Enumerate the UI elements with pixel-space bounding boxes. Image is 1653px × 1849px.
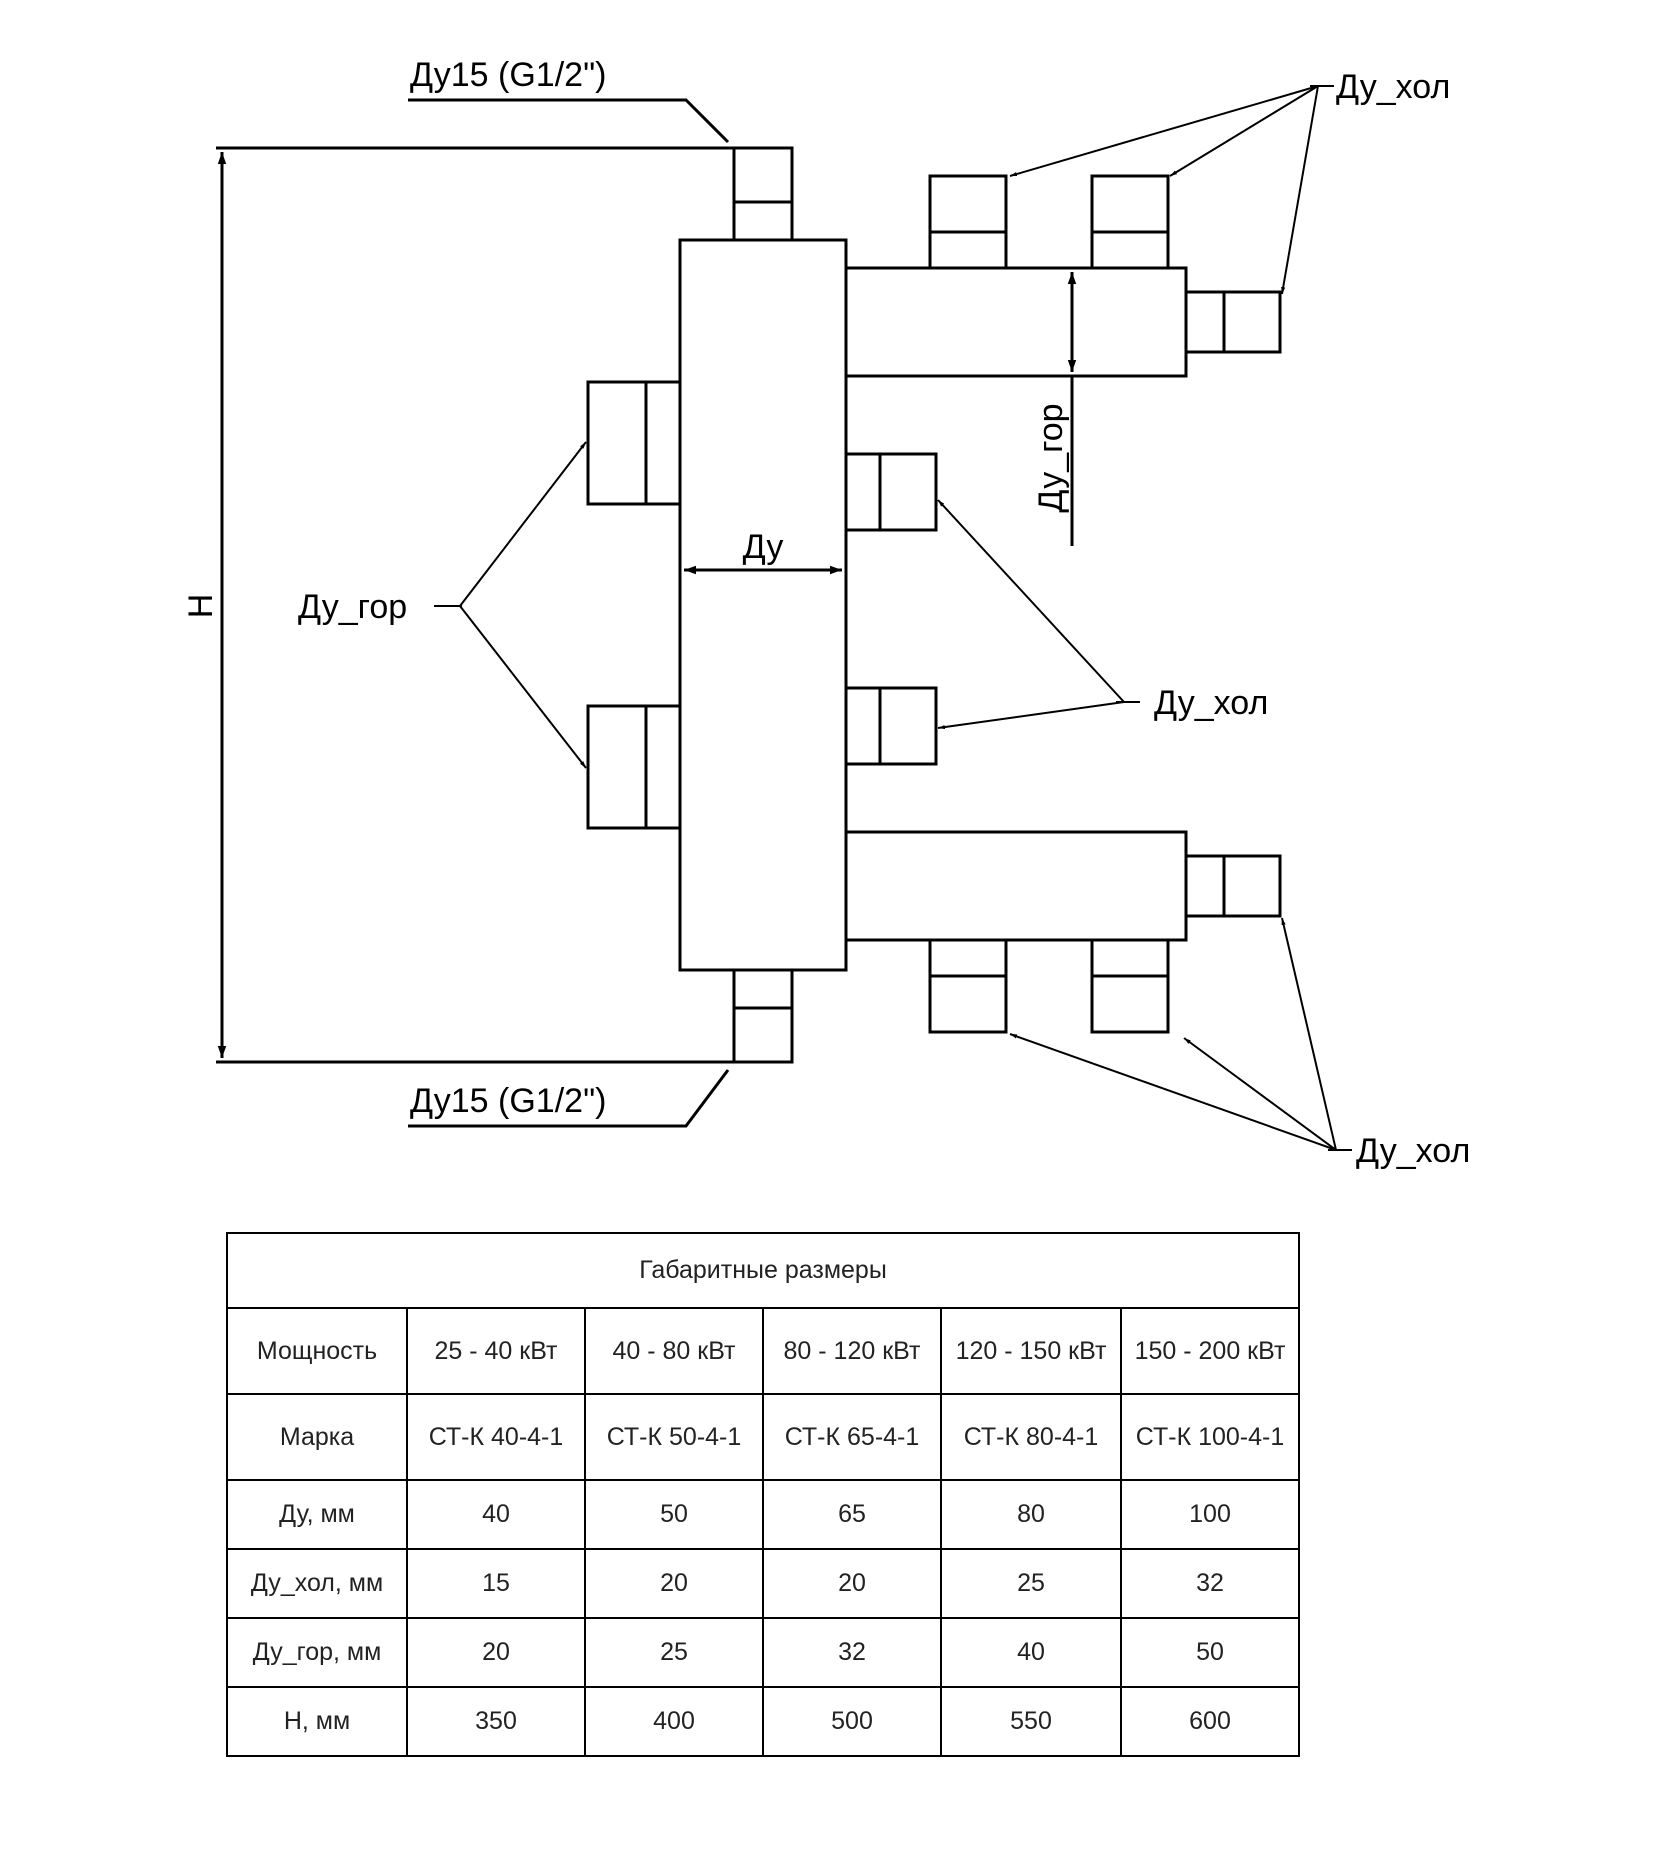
main-body <box>678 238 848 972</box>
table-cell: Марка <box>226 1393 408 1481</box>
table-cell: 40 <box>940 1617 1122 1688</box>
table-cell: Ду_хол, мм <box>226 1548 408 1619</box>
cold-top-leader-1 <box>1009 85 1319 177</box>
table-cell: СТ-К 65-4-1 <box>762 1393 942 1481</box>
hot-port-lower-nipple <box>586 704 648 830</box>
table-row-model: Марка СТ-К 40-4-1 СТ-К 50-4-1 СТ-К 65-4-… <box>226 1393 1301 1481</box>
main-diameter-label: Ду <box>743 528 784 566</box>
lower-branch-port-1-nipple <box>928 974 1008 1034</box>
height-label: Н <box>182 594 220 619</box>
table-cell: 400 <box>584 1686 764 1757</box>
table-cell: 15 <box>406 1548 586 1619</box>
cold-top-leader-3 <box>1281 85 1319 295</box>
table-row-du-hot: Ду_гор, мм 20 25 32 40 50 <box>226 1617 1301 1688</box>
upper-branch-end-pipe <box>1184 290 1226 354</box>
hot-port-lower-pipe <box>644 704 682 830</box>
table-row-du: Ду, мм 40 50 65 80 100 <box>226 1479 1301 1550</box>
cold-bottom-leader-1 <box>1009 1033 1337 1151</box>
table-cell: 600 <box>1119 1686 1301 1757</box>
table-cell: Н, мм <box>226 1686 408 1757</box>
top-port-nipple <box>732 146 794 204</box>
lower-branch-port-2-pipe <box>1090 938 1170 978</box>
dimensions-table: Габаритные размеры Мощность 25 - 40 кВт … <box>225 1232 1301 1757</box>
cold-port-middle-lower-nipple <box>878 686 938 766</box>
table-cell: 25 <box>584 1617 764 1688</box>
table-header-cell: Мощность <box>226 1307 408 1395</box>
table-header-cell: 80 - 120 кВт <box>762 1307 942 1395</box>
table-cell: 500 <box>762 1686 942 1757</box>
table-row-height: Н, мм 350 400 500 550 600 <box>226 1686 1301 1757</box>
table-cell: Ду, мм <box>226 1479 408 1550</box>
hot-port-upper-nipple <box>586 380 648 506</box>
table-cell: 20 <box>406 1617 586 1688</box>
upper-branch-port-1-pipe <box>928 230 1008 270</box>
top-port-leader <box>408 98 730 144</box>
lower-branch-port-1-pipe <box>928 938 1008 978</box>
top-port-label: Ду15 (G1/2") <box>410 56 606 94</box>
table-row-du-cold: Ду_хол, мм 15 20 20 25 32 <box>226 1548 1301 1619</box>
table-cell: СТ-К 50-4-1 <box>584 1393 764 1481</box>
cold-bottom-leader-3 <box>1281 917 1337 1151</box>
bottom-port-label: Ду15 (G1/2") <box>410 1082 606 1120</box>
table-header-cell: 120 - 150 кВт <box>940 1307 1122 1395</box>
table-cell: 350 <box>406 1686 586 1757</box>
upper-branch <box>844 266 1188 378</box>
lower-branch <box>844 830 1188 942</box>
table-header-cell: 25 - 40 кВт <box>406 1307 586 1395</box>
hot-port-upper-pipe <box>644 380 682 506</box>
table-header-cell: 150 - 200 кВт <box>1119 1307 1301 1395</box>
lower-branch-port-2-nipple <box>1090 974 1170 1034</box>
upper-branch-end-nipple <box>1222 290 1282 354</box>
cold-top-label: Ду_хол <box>1336 68 1450 106</box>
table-cell: СТ-К 80-4-1 <box>940 1393 1122 1481</box>
upper-branch-port-1-nipple <box>928 174 1008 234</box>
table-cell: 32 <box>1119 1548 1301 1619</box>
table-cell: 100 <box>1119 1479 1301 1550</box>
top-port-pipe <box>732 200 794 242</box>
table-cell: СТ-К 100-4-1 <box>1119 1393 1301 1481</box>
table-cell: 65 <box>762 1479 942 1550</box>
hot-left-leader-1 <box>459 441 587 607</box>
table-header-cell: 40 - 80 кВт <box>584 1307 764 1395</box>
table-cell: 80 <box>940 1479 1122 1550</box>
table-cell: 20 <box>762 1548 942 1619</box>
table-cell: 550 <box>940 1686 1122 1757</box>
cold-port-middle-lower-pipe <box>844 686 882 766</box>
hot-left-leader-2 <box>459 605 587 769</box>
table-cell: 32 <box>762 1617 942 1688</box>
bottom-port-nipple <box>732 1006 794 1064</box>
table-cell: 25 <box>940 1548 1122 1619</box>
hot-vertical-label: Ду_гор <box>1032 403 1070 512</box>
cold-port-middle-upper-pipe <box>844 452 882 532</box>
cold-middle-leader-2 <box>937 701 1125 730</box>
upper-branch-port-2-pipe <box>1090 230 1170 270</box>
table-cell: 20 <box>584 1548 764 1619</box>
table-cell: 40 <box>406 1479 586 1550</box>
cold-top-leader-2 <box>1169 85 1319 177</box>
hot-left-label: Ду_гор <box>298 588 407 626</box>
table-cell: 50 <box>584 1479 764 1550</box>
cold-middle-leader-1 <box>937 499 1125 703</box>
cold-bottom-leader-2 <box>1183 1037 1337 1151</box>
table-cell: СТ-К 40-4-1 <box>406 1393 586 1481</box>
lower-branch-end-nipple <box>1222 854 1282 918</box>
upper-branch-port-2-nipple <box>1090 174 1170 234</box>
cold-bottom-label: Ду_хол <box>1356 1132 1470 1170</box>
table-cell: 50 <box>1119 1617 1301 1688</box>
table-cell: Ду_гор, мм <box>226 1617 408 1688</box>
table-row-power: Мощность 25 - 40 кВт 40 - 80 кВт 80 - 12… <box>226 1307 1301 1395</box>
table-title: Габаритные размеры <box>225 1232 1301 1309</box>
lower-branch-end-pipe <box>1184 854 1226 918</box>
cold-middle-label: Ду_хол <box>1154 684 1268 722</box>
bottom-port-leader <box>408 1069 730 1128</box>
bottom-port-pipe <box>732 968 794 1010</box>
hydraulic-separator-drawing: Н Ду Ду_гор Ду15 (G1/2") Ду15 (G1/2") <box>182 56 1470 1170</box>
cold-port-middle-upper-nipple <box>878 452 938 532</box>
